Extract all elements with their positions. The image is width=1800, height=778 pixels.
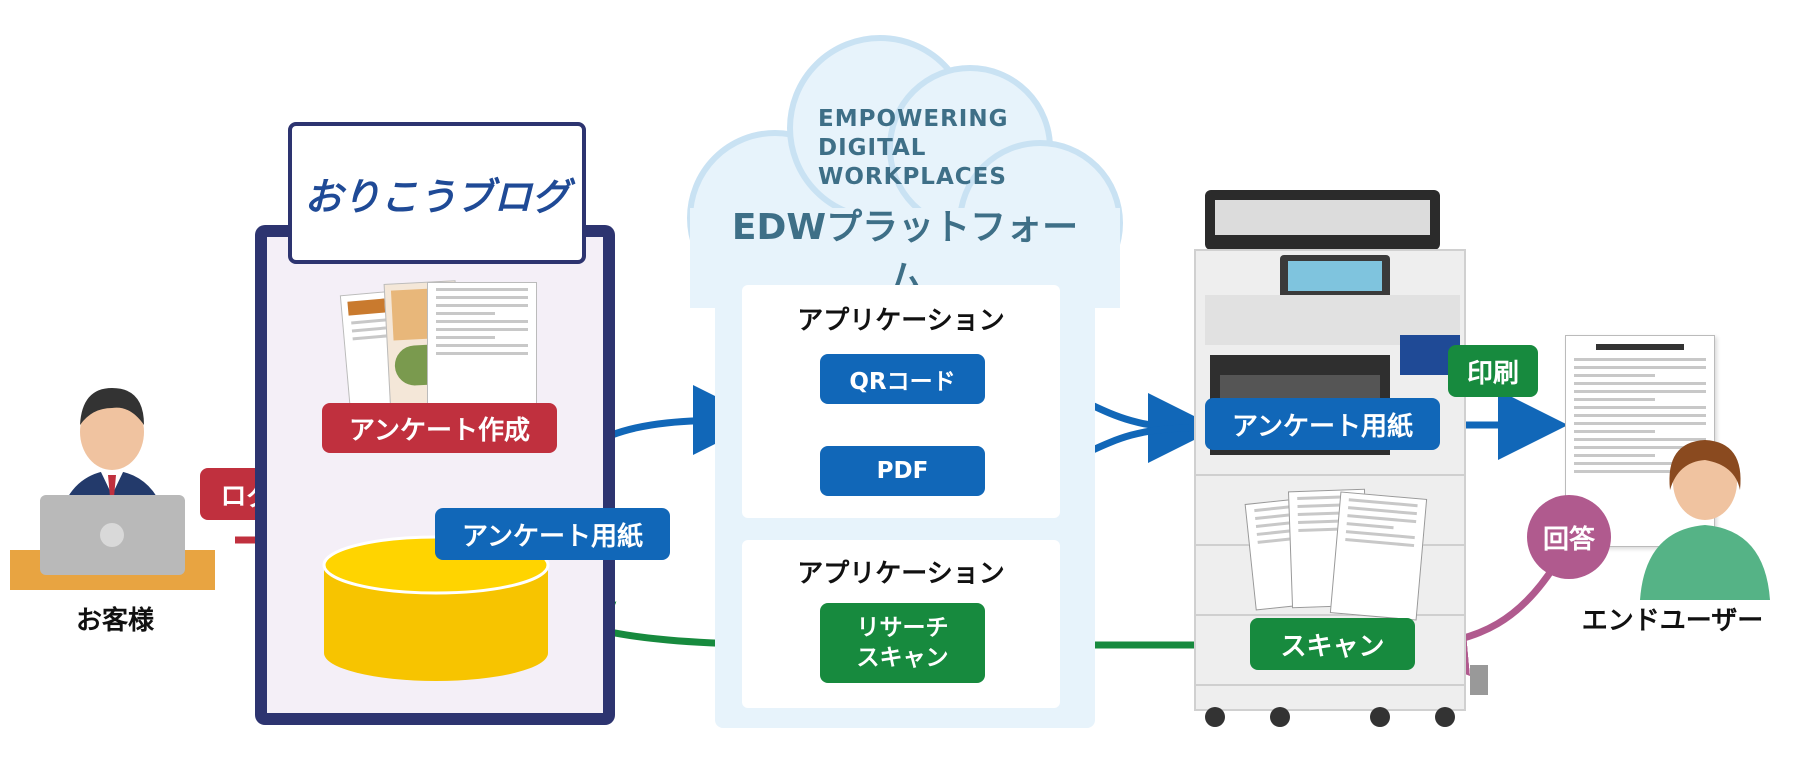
scan-label: スキャン	[1250, 618, 1415, 670]
blog-title: おりこうブログ	[304, 174, 570, 219]
platform-title: EDWプラットフォーム	[731, 207, 1079, 300]
scanned-document-3	[1329, 491, 1428, 621]
tagline-line-1: EMPOWERING	[818, 106, 1009, 132]
customer-person-icon	[10, 388, 215, 590]
pdf-label: PDF	[820, 446, 985, 496]
answer-badge: 回答	[1527, 495, 1611, 579]
end-user-person-icon	[1640, 440, 1770, 600]
app-bottom-title: アプリケーション	[797, 559, 1005, 589]
cloud-tagline: EMPOWERING DIGITAL WORKPLACES	[818, 105, 1018, 192]
scanned-document-stack	[1244, 488, 1428, 621]
research-label-line-1: リサーチ	[856, 615, 949, 641]
research-label-line-2: スキャン	[856, 645, 949, 671]
survey-paper-out-label: アンケート用紙	[435, 508, 670, 560]
survey-create-label: アンケート作成	[322, 403, 557, 453]
qr-code-label: QRコード	[820, 354, 985, 404]
research-scan-label: リサーチ スキャン	[820, 603, 985, 683]
end-user-label: エンドユーザー	[1581, 606, 1764, 636]
print-label: 印刷	[1448, 345, 1538, 397]
blog-title-box: おりこうブログ	[288, 122, 586, 264]
blog-document-stack	[339, 280, 537, 424]
tagline-line-3: WORKPLACES	[818, 164, 1007, 190]
mfp-survey-paper-label: アンケート用紙	[1205, 398, 1440, 450]
customer-figure	[10, 370, 215, 590]
customer-label: お客様	[75, 606, 154, 636]
app-top-title: アプリケーション	[797, 306, 1005, 336]
blog-document-3	[427, 282, 537, 424]
tagline-line-2: DIGITAL	[818, 135, 927, 161]
